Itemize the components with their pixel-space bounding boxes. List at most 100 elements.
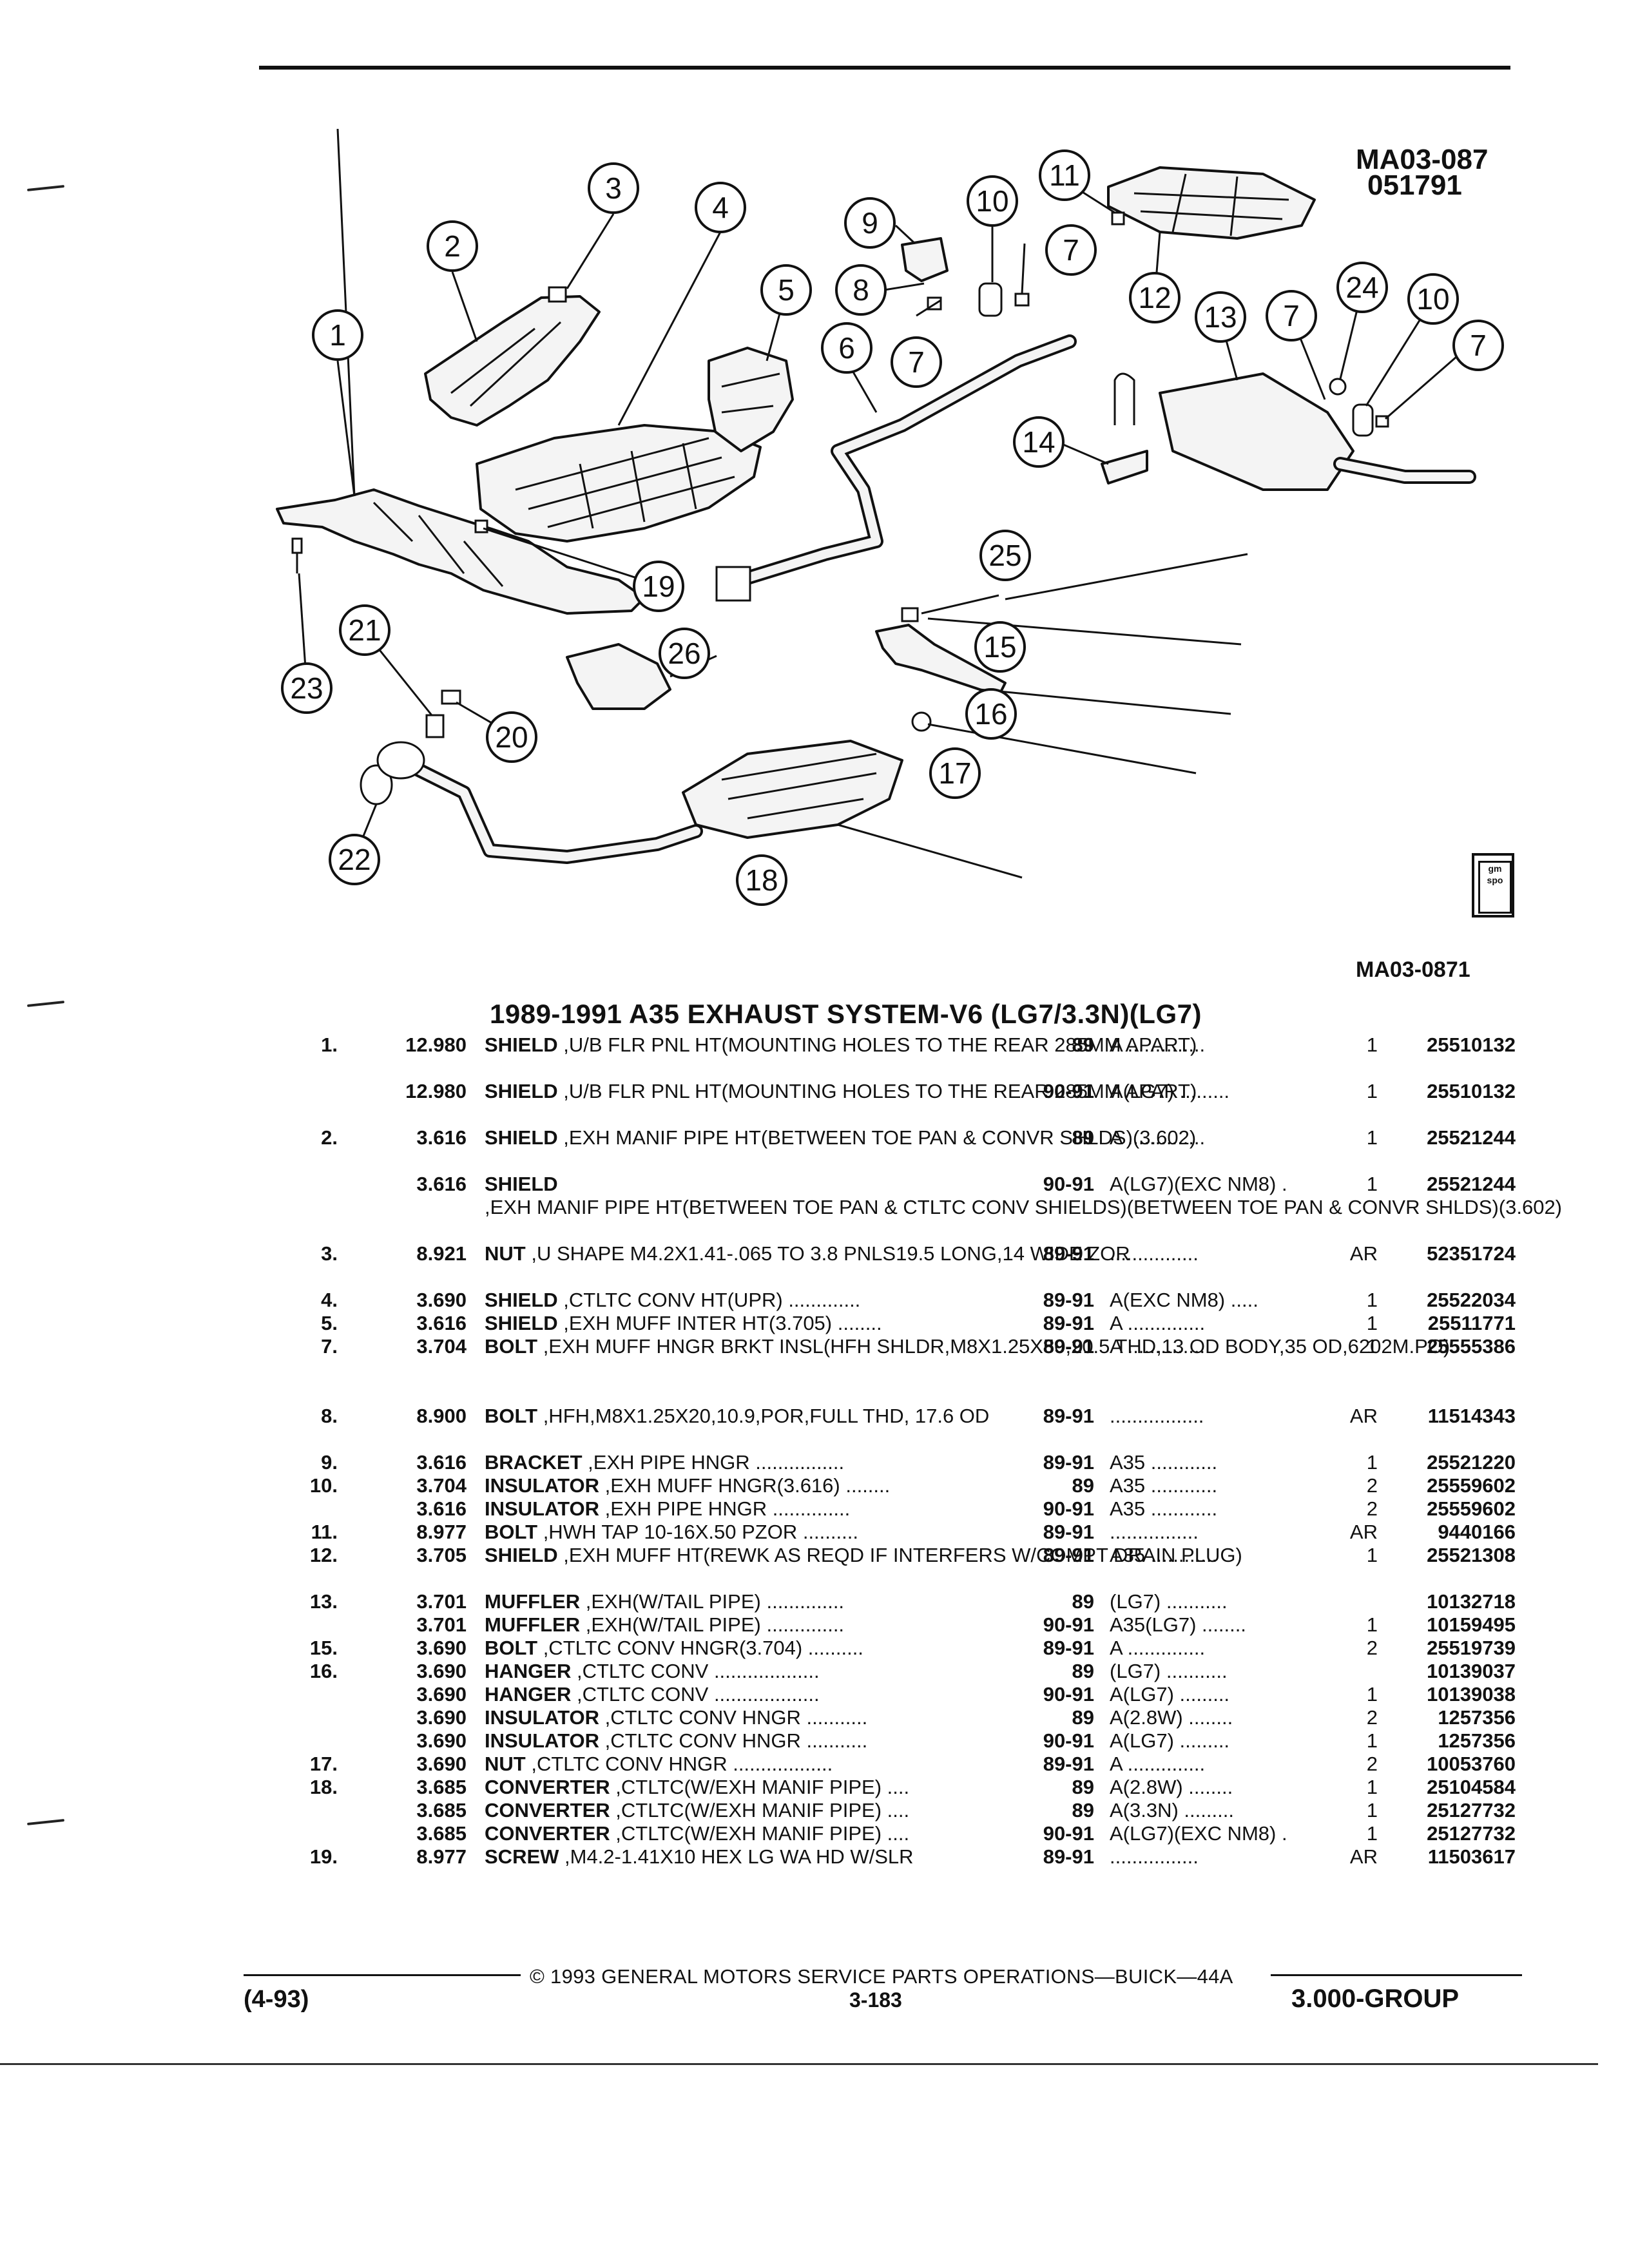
quantity-cell: 2 xyxy=(1366,1497,1378,1520)
model-years-cell: 89 xyxy=(1072,1033,1094,1056)
part-name: CONVERTER xyxy=(485,1799,610,1821)
group-number-cell: 3.685 xyxy=(416,1822,467,1845)
quantity-cell: 2 xyxy=(1366,1706,1378,1729)
group-number-cell: 8.977 xyxy=(416,1521,467,1543)
part-description: ,EXH PIPE HNGR ................ xyxy=(582,1451,845,1474)
footer-rule-left xyxy=(244,1974,521,1976)
svg-text:26: 26 xyxy=(668,637,700,670)
part-description: ,EXH(W/TAIL PIPE) .............. xyxy=(580,1613,845,1636)
muffler-part xyxy=(1159,372,1476,491)
series-cell: (LG7) ........... xyxy=(1110,1590,1228,1613)
part-number-cell: 1257356 xyxy=(1438,1706,1516,1729)
callout-7: 7 xyxy=(1452,320,1504,371)
washer-part xyxy=(1329,378,1347,396)
part-name: CONVERTER xyxy=(485,1822,610,1845)
description-cell: SHIELD ,EXH MANIF PIPE HT(BETWEEN TOE PA… xyxy=(485,1173,1562,1219)
svg-text:18: 18 xyxy=(745,863,778,897)
callout-9: 9 xyxy=(844,197,896,249)
callout-11: 11 xyxy=(1039,149,1090,201)
item-number: 2. xyxy=(321,1126,338,1149)
callout-15: 15 xyxy=(974,621,1026,673)
callout-4: 4 xyxy=(695,182,746,233)
description-cell: CONVERTER ,CTLTC(W/EXH MANIF PIPE) .... xyxy=(485,1799,909,1822)
model-years-cell: 89-91 xyxy=(1043,1242,1094,1265)
part-number-cell: 25127732 xyxy=(1427,1822,1516,1845)
series-cell: A35 ............ xyxy=(1110,1497,1218,1520)
underbody-shield-part xyxy=(276,488,646,615)
part-name: MUFFLER xyxy=(485,1613,581,1636)
model-years-cell: 89-91 xyxy=(1043,1521,1094,1543)
callout-19: 19 xyxy=(633,561,684,612)
svg-text:21: 21 xyxy=(348,613,381,647)
description-cell: SHIELD ,CTLTC CONV HT(UPR) ............. xyxy=(485,1289,860,1312)
part-number-cell: 25510132 xyxy=(1427,1080,1516,1102)
top-rule xyxy=(259,66,1510,70)
part-number-cell: 1257356 xyxy=(1438,1729,1516,1752)
svg-text:4: 4 xyxy=(712,191,729,224)
part-description: ,CTLTC CONV ................... xyxy=(571,1660,820,1682)
model-years-cell: 89 xyxy=(1072,1776,1094,1798)
callout-7: 7 xyxy=(1045,224,1097,276)
callout-22: 22 xyxy=(329,834,380,885)
quantity-cell: 1 xyxy=(1366,1683,1378,1706)
part-name: SCREW xyxy=(485,1845,559,1868)
part-number-cell: 10139038 xyxy=(1427,1683,1516,1706)
item-number: 11. xyxy=(311,1521,338,1543)
group-number: 3.000-GROUP xyxy=(1291,1984,1460,2013)
series-cell: ................ xyxy=(1110,1242,1199,1265)
group-number-cell: 12.980 xyxy=(405,1033,467,1056)
description-cell: NUT ,CTLTC CONV HNGR .................. xyxy=(485,1753,833,1776)
quantity-cell: 1 xyxy=(1366,1080,1378,1102)
description-cell: SHIELD ,EXH MUFF INTER HT(3.705) .......… xyxy=(485,1312,882,1335)
series-cell: A(3.3N) ......... xyxy=(1110,1799,1234,1821)
part-description: ,EXH(W/TAIL PIPE) .............. xyxy=(580,1590,845,1613)
model-years-cell: 89-91 xyxy=(1043,1405,1094,1427)
group-number-cell: 3.690 xyxy=(416,1729,467,1752)
group-number-cell: 3.616 xyxy=(416,1312,467,1334)
callout-23: 23 xyxy=(281,662,333,714)
model-years-cell: 90-91 xyxy=(1043,1173,1094,1195)
quantity-cell: 2 xyxy=(1366,1637,1378,1659)
insulator-part xyxy=(1352,403,1374,437)
svg-text:22: 22 xyxy=(338,843,371,876)
callout-10: 10 xyxy=(1407,273,1459,325)
catalytic-converter-part xyxy=(376,740,903,864)
part-number-cell: 25521308 xyxy=(1427,1544,1516,1566)
part-number-cell: 25521220 xyxy=(1427,1451,1516,1474)
callout-20: 20 xyxy=(486,711,537,763)
u-bolt-clamp-part xyxy=(1101,372,1148,485)
part-description: ,CTLTC(W/EXH MANIF PIPE) .... xyxy=(610,1776,910,1798)
svg-text:13: 13 xyxy=(1204,300,1237,334)
item-number: 13. xyxy=(309,1590,338,1613)
item-number: 5. xyxy=(321,1312,338,1334)
part-number-cell: 10159495 xyxy=(1427,1613,1516,1636)
part-description: ,EXH PIPE HNGR .............. xyxy=(599,1497,851,1520)
insulator-part xyxy=(978,282,1003,317)
model-years-cell: 89 xyxy=(1072,1706,1094,1729)
part-description: ,CTLTC CONV HNGR .................. xyxy=(525,1753,833,1775)
description-cell: MUFFLER ,EXH(W/TAIL PIPE) .............. xyxy=(485,1590,844,1613)
quantity-cell: 1 xyxy=(1366,1335,1378,1358)
quantity-cell: 1 xyxy=(1366,1544,1378,1566)
group-number-cell: 3.616 xyxy=(416,1497,467,1520)
group-number-cell: 3.701 xyxy=(416,1613,467,1636)
svg-text:7: 7 xyxy=(908,345,925,379)
description-cell: BOLT ,CTLTC CONV HNGR(3.704) .......... xyxy=(485,1637,863,1660)
quantity-cell: 1 xyxy=(1366,1776,1378,1798)
description-cell: MUFFLER ,EXH(W/TAIL PIPE) .............. xyxy=(485,1613,844,1637)
part-number-cell: 25127732 xyxy=(1427,1799,1516,1821)
description-cell: NUT ,U SHAPE M4.2X1.41-.065 TO 3.8 PNLS1… xyxy=(485,1242,1130,1265)
group-number-cell: 12.980 xyxy=(405,1080,467,1102)
callout-24: 24 xyxy=(1336,262,1388,313)
model-years-cell: 90-91 xyxy=(1043,1497,1094,1520)
model-years-cell: 89 xyxy=(1072,1660,1094,1682)
